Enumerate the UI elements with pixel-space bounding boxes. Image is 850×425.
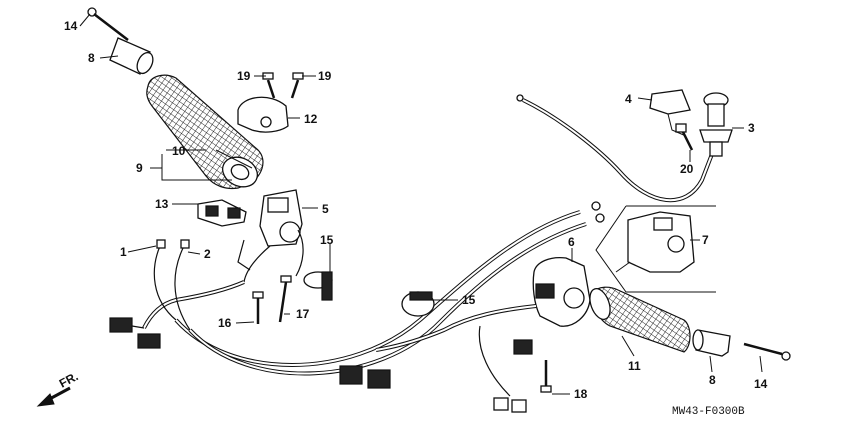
right-screw-14: [743, 342, 791, 361]
choke-knob-3: [699, 92, 733, 157]
callout-1: 1: [120, 245, 127, 259]
throttle-cables: [174, 201, 605, 376]
throttle-housing-cover-12: [237, 96, 289, 133]
cable-clamp-15-right: [401, 291, 435, 317]
callout-19-first: 19: [237, 69, 251, 83]
cable-clamp-15-left: [303, 271, 333, 301]
bolt-18: [540, 360, 552, 393]
callout-8-right: 8: [709, 373, 716, 387]
choke-cable: [516, 94, 714, 203]
callout-8-left: 8: [88, 51, 95, 65]
callout-3: 3: [748, 121, 755, 135]
inset-switch-7: [595, 205, 716, 293]
callout-5: 5: [322, 202, 329, 216]
callout-7: 7: [702, 233, 709, 247]
callout-20: 20: [680, 162, 694, 176]
callout-15-left: 15: [320, 233, 334, 247]
right-harness-wires: [339, 304, 537, 413]
left-grip-10: [146, 74, 264, 190]
front-arrow-label: FR.: [57, 369, 81, 390]
left-screw-14: [87, 7, 129, 41]
callout-14-right: 14: [754, 377, 768, 391]
front-direction-arrow: FR.: [36, 369, 81, 407]
bolt-20: [675, 123, 694, 151]
right-grip-11: [589, 286, 691, 353]
callout-10: 10: [172, 144, 186, 158]
screws-19: [262, 72, 304, 99]
callout-11: 11: [628, 359, 641, 373]
left-grip-end-8: [109, 37, 154, 75]
callout-2: 2: [204, 247, 211, 261]
callout-16: 16: [218, 316, 232, 330]
callout-18: 18: [574, 387, 588, 401]
left-switch-housing-5: [243, 189, 304, 283]
cables-1-2: [153, 239, 191, 331]
callout-4: 4: [625, 92, 632, 106]
bolts-16-17: [252, 275, 292, 324]
callout-12: 12: [304, 112, 318, 126]
callout-6: 6: [568, 235, 575, 249]
callout-19-second: 19: [318, 69, 332, 83]
callout-14-left: 14: [64, 19, 78, 33]
left-harness-wires: [109, 239, 251, 349]
choke-bracket-4: [649, 89, 691, 137]
callout-17: 17: [296, 307, 310, 321]
leader-lines: [79, 13, 763, 395]
callout-13: 13: [155, 197, 169, 211]
right-grip-end-8: [692, 329, 731, 357]
drawing-code: MW43-F0300B: [672, 406, 745, 418]
right-switch-housing-6: [532, 256, 591, 327]
callout-9: 9: [136, 161, 143, 175]
throttle-housing-13: [197, 199, 247, 227]
callout-15-right: 15: [462, 293, 476, 307]
